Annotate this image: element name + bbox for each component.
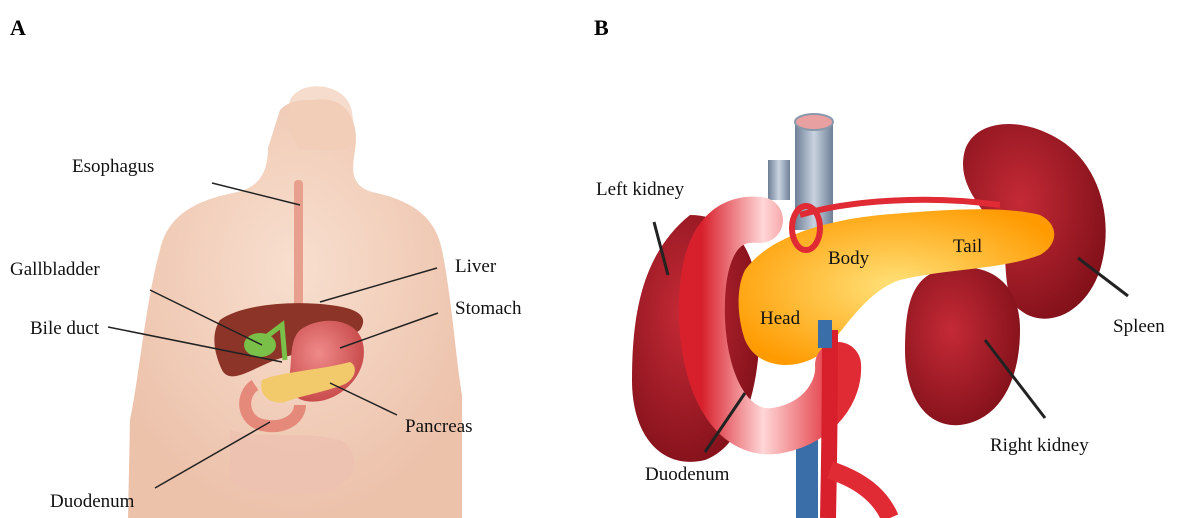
label-duodenum-a: Duodenum: [50, 492, 134, 511]
right-kidney-shape: [905, 267, 1020, 425]
label-spleen: Spleen: [1113, 317, 1165, 336]
label-gallbladder: Gallbladder: [10, 260, 100, 279]
mesenteric-vessel-shape: [828, 330, 830, 518]
head-shape: [288, 86, 353, 150]
label-tail: Tail: [953, 237, 982, 256]
label-duodenum-b: Duodenum: [645, 465, 729, 484]
intestines-shape: [230, 430, 354, 495]
panel-a-letter: A: [10, 17, 26, 39]
panel-b-letter: B: [594, 17, 609, 39]
label-liver: Liver: [455, 257, 496, 276]
label-pancreas: Pancreas: [405, 417, 473, 436]
blue-vessel-b-shape: [818, 320, 832, 348]
label-left-kidney: Left kidney: [596, 180, 684, 199]
label-right-kidney: Right kidney: [990, 436, 1089, 455]
label-esophagus: Esophagus: [72, 157, 154, 176]
iliac-shape: [830, 470, 890, 518]
label-body: Body: [828, 249, 869, 268]
label-stomach: Stomach: [455, 299, 522, 318]
label-head: Head: [760, 309, 800, 328]
gallbladder-shape: [244, 333, 276, 357]
label-bile-duct: Bile duct: [30, 319, 99, 338]
esophagus-shape: [294, 180, 303, 310]
small-vessel-shape: [768, 160, 790, 200]
aorta-opening-shape: [795, 114, 833, 130]
